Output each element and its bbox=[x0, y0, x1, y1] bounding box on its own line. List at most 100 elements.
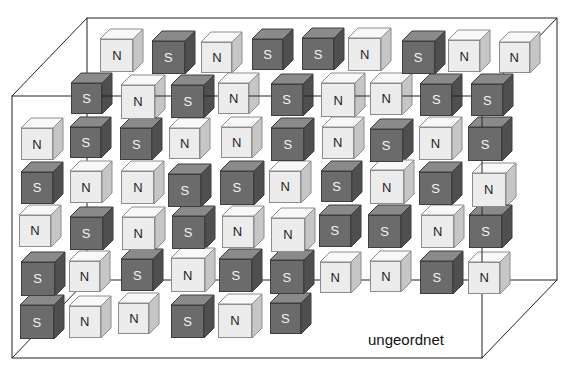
pole-letter: S bbox=[419, 172, 452, 205]
cube-side bbox=[301, 293, 311, 334]
cube-side bbox=[252, 117, 262, 158]
cube-side bbox=[502, 117, 512, 161]
pole-letter: N bbox=[19, 215, 51, 247]
magnet-cube: S bbox=[468, 117, 512, 161]
magnet-cube: N bbox=[269, 161, 311, 203]
magnet-cube: S bbox=[271, 118, 314, 161]
cube-side bbox=[506, 163, 516, 207]
pole-letter: N bbox=[269, 171, 301, 203]
pole-letter: S bbox=[121, 259, 153, 291]
cube-side bbox=[500, 252, 510, 294]
cube-side bbox=[153, 249, 163, 291]
magnet-cube: N bbox=[100, 29, 143, 72]
pole-letter: S bbox=[120, 128, 152, 160]
magnet-cube: S bbox=[171, 75, 214, 118]
magnet-cube: N bbox=[221, 117, 262, 158]
pole-letter: S bbox=[468, 127, 502, 161]
pole-letter: S bbox=[271, 84, 303, 116]
cube-side bbox=[304, 118, 314, 161]
cube-side bbox=[355, 73, 365, 117]
magnet-cube: N bbox=[121, 75, 165, 119]
pole-letter: S bbox=[302, 38, 334, 70]
cube-side bbox=[403, 119, 413, 162]
magnet-cube: N bbox=[122, 207, 165, 250]
pole-letter: N bbox=[122, 217, 155, 250]
cube-side bbox=[401, 251, 411, 292]
magnet-cube: S bbox=[319, 205, 361, 247]
magnet-cube: N bbox=[321, 73, 365, 117]
magnet-cube: N bbox=[448, 30, 490, 72]
pole-letter: N bbox=[21, 128, 53, 160]
magnet-cube: S bbox=[70, 207, 113, 250]
magnet-cube: N bbox=[419, 117, 462, 160]
cube-side bbox=[254, 161, 264, 205]
magnet-cube: S bbox=[471, 74, 513, 116]
cube-side bbox=[205, 206, 215, 249]
pole-letter: S bbox=[270, 260, 304, 294]
cube-side bbox=[283, 29, 293, 70]
cube-side bbox=[305, 208, 315, 252]
magnet-cube: S bbox=[368, 205, 411, 248]
pole-letter: S bbox=[21, 262, 55, 296]
magnet-cube: N bbox=[468, 252, 510, 294]
cube-side bbox=[55, 252, 65, 296]
cube-side bbox=[303, 74, 313, 116]
cube-side bbox=[102, 73, 112, 114]
magnet-cube: S bbox=[171, 295, 214, 338]
pole-letter: N bbox=[201, 42, 232, 73]
magnet-cube: S bbox=[21, 252, 65, 296]
magnet-cube: N bbox=[222, 206, 264, 248]
cube-side bbox=[155, 75, 165, 119]
pole-letter: N bbox=[221, 127, 252, 158]
magnet-cube: S bbox=[271, 74, 313, 116]
cube-side bbox=[53, 118, 63, 160]
pole-letter: S bbox=[420, 84, 452, 116]
box-front-face bbox=[12, 96, 482, 358]
pole-letter: S bbox=[319, 215, 351, 247]
cube-side bbox=[185, 31, 195, 74]
magnet-cube: S bbox=[270, 293, 311, 334]
magnet-cube: S bbox=[71, 73, 112, 114]
pole-letter: S bbox=[172, 216, 205, 249]
magnet-cube: N bbox=[271, 208, 315, 252]
cube-side bbox=[252, 294, 262, 338]
magnet-cube: N bbox=[169, 118, 210, 159]
pole-letter: S bbox=[171, 85, 204, 118]
pole-letter: N bbox=[370, 170, 404, 204]
pole-letter: S bbox=[368, 215, 401, 248]
pole-letter: S bbox=[21, 172, 53, 204]
cube-side bbox=[452, 162, 462, 205]
magnet-cube: S bbox=[420, 251, 463, 294]
cube-side bbox=[404, 160, 414, 204]
pole-letter: N bbox=[499, 42, 530, 73]
cube-side bbox=[133, 29, 143, 72]
cube-side bbox=[155, 207, 165, 250]
cube-side bbox=[152, 118, 162, 160]
cube-side bbox=[480, 30, 490, 72]
cube-side bbox=[454, 205, 464, 248]
pole-letter: S bbox=[152, 41, 185, 74]
pole-letter: N bbox=[218, 83, 249, 114]
magnet-cube: N bbox=[218, 294, 262, 338]
pole-letter: S bbox=[270, 303, 301, 334]
pole-letter: N bbox=[171, 258, 205, 292]
magnet-cube: N bbox=[118, 293, 159, 334]
cube-side bbox=[502, 205, 512, 248]
cube-side bbox=[401, 205, 411, 248]
cube-side bbox=[154, 161, 164, 204]
magnet-cube: N bbox=[19, 205, 61, 247]
magnet-cube: N bbox=[421, 205, 464, 248]
pole-letter: S bbox=[171, 305, 204, 338]
pole-letter: N bbox=[69, 306, 101, 338]
cube-side bbox=[351, 205, 361, 247]
pole-letter: S bbox=[321, 171, 352, 202]
magnet-cube: S bbox=[21, 162, 63, 204]
cube-side bbox=[452, 117, 462, 160]
cube-side bbox=[352, 161, 362, 202]
magnet-cube: S bbox=[419, 162, 462, 205]
magnet-cube: S bbox=[370, 119, 413, 162]
cube-side bbox=[453, 251, 463, 294]
cube-side bbox=[381, 28, 391, 71]
cube-side bbox=[102, 161, 112, 203]
